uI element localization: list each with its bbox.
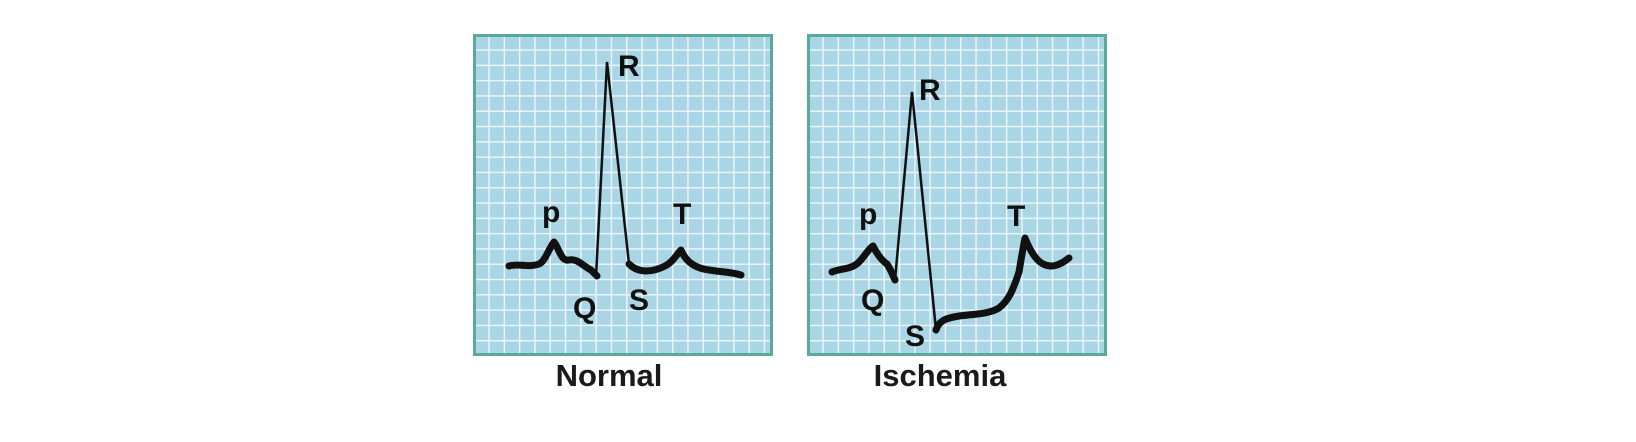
ecg-panel-ischemia: p Q R S T <box>807 34 1107 356</box>
ecg-panel-normal: p Q R S T <box>473 34 773 356</box>
qrs-complex-normal <box>594 61 631 278</box>
label-t-ischemia: T <box>1007 200 1025 233</box>
t-wave-ischemia <box>932 234 1073 334</box>
ecg-grid-ischemia <box>807 34 1107 356</box>
caption-normal: Normal <box>555 358 663 393</box>
p-wave-ischemia <box>828 242 899 284</box>
label-q-ischemia: Q <box>861 284 884 317</box>
label-p-ischemia: p <box>859 198 877 231</box>
label-s-normal: S <box>629 284 649 317</box>
label-r-normal: R <box>618 50 640 83</box>
label-r-ischemia: R <box>919 74 941 107</box>
qrs-complex-ischemia <box>893 91 938 331</box>
label-q-normal: Q <box>573 292 596 325</box>
ecg-grid-normal <box>473 34 773 356</box>
caption-ischemia: Ischemia <box>873 358 1007 393</box>
label-s-ischemia: S <box>905 320 925 353</box>
t-wave-normal <box>625 246 745 279</box>
label-t-normal: T <box>673 198 691 231</box>
label-p-normal: p <box>542 196 560 229</box>
p-wave-normal <box>505 238 601 280</box>
